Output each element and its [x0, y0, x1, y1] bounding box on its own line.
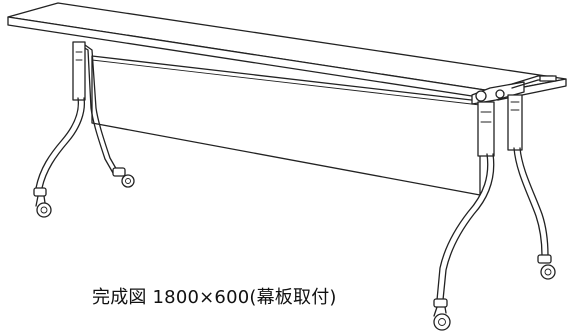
caster-mount: [112, 167, 126, 177]
hinge-knob: [475, 90, 487, 102]
right-hinge-bracket: [471, 75, 557, 105]
left-front-leg: [33, 41, 86, 218]
right-rear-leg: [507, 94, 556, 280]
caster-wheel: [540, 264, 556, 280]
caster-mount: [33, 187, 47, 197]
figure-caption: 完成図 1800×600(幕板取付): [92, 287, 337, 308]
release-lever: [539, 75, 557, 82]
caster-mount: [537, 254, 552, 264]
caster-mount: [433, 298, 448, 308]
caster-wheel: [433, 313, 451, 331]
caster-wheel: [36, 202, 52, 218]
table-top: [7, 2, 567, 101]
left-rear-leg: [79, 44, 135, 188]
right-front-leg: [433, 101, 495, 331]
hinge-knob: [495, 89, 505, 99]
caster-wheel: [121, 174, 135, 188]
